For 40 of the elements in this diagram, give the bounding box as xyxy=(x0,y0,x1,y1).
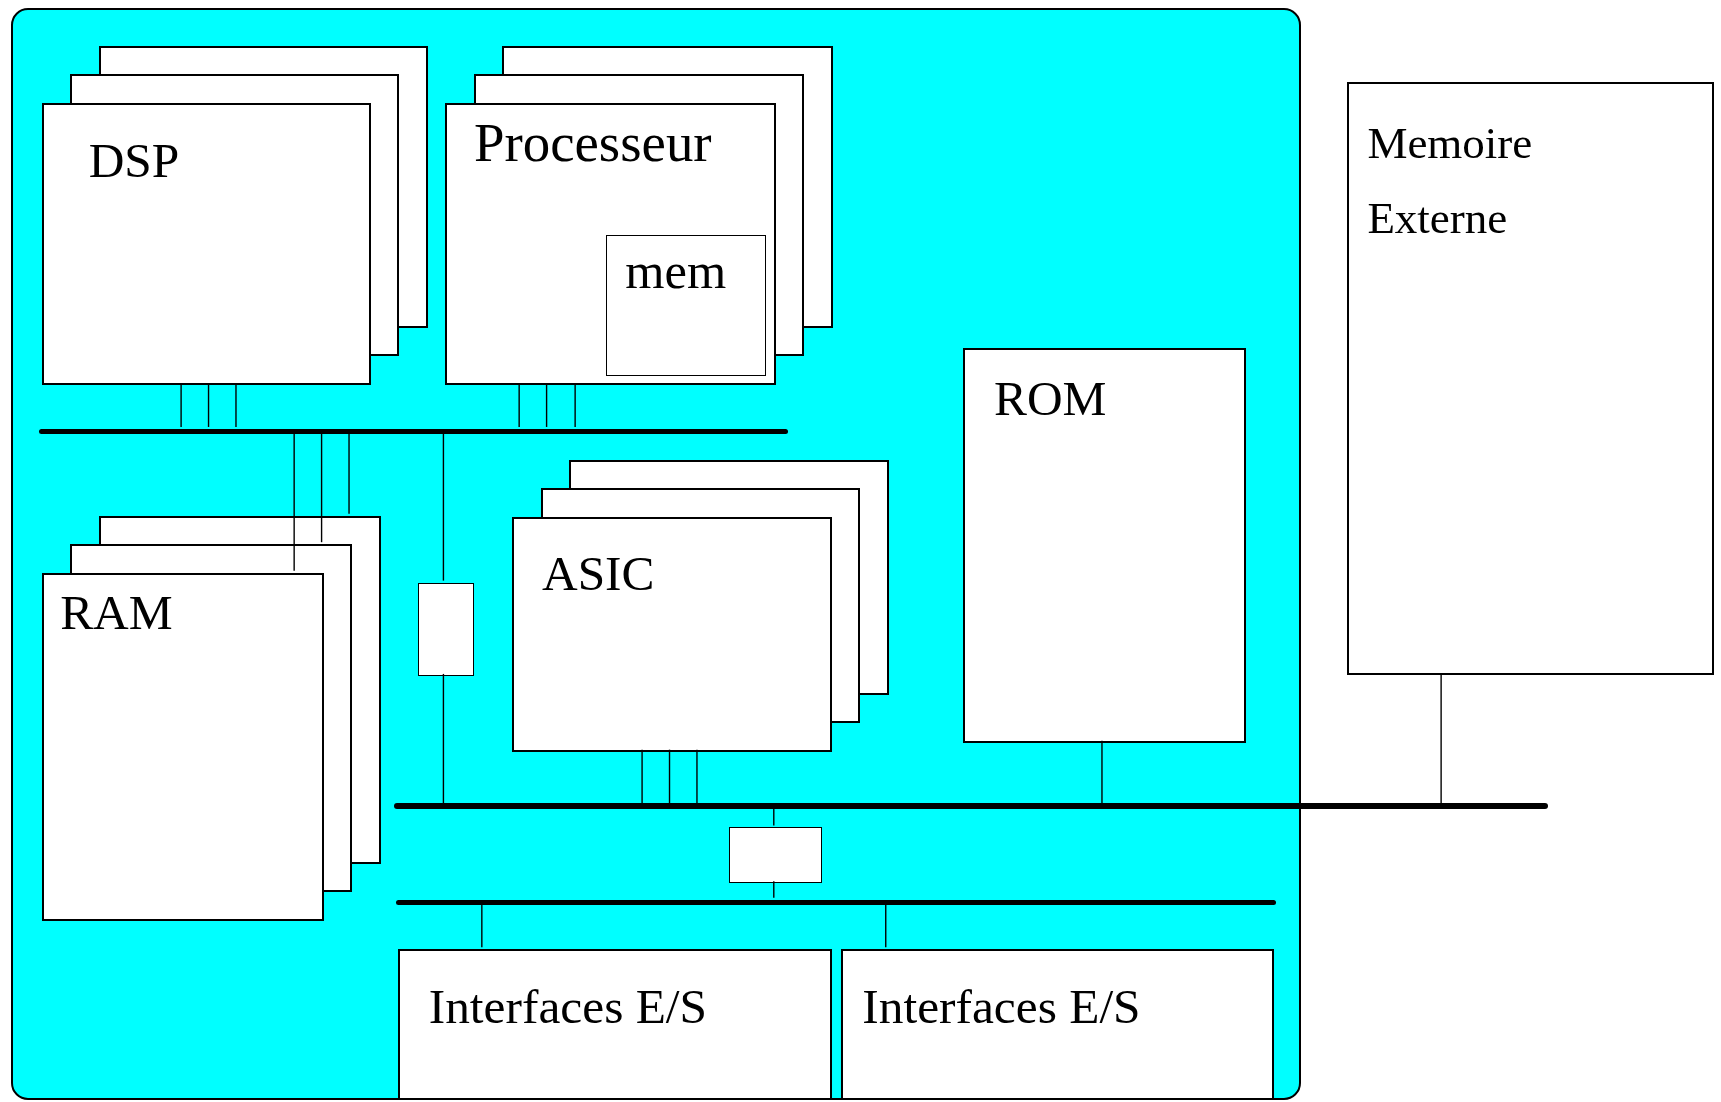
chip-board xyxy=(10,7,1301,1100)
connection-line xyxy=(1440,674,1442,805)
connection-line xyxy=(668,748,671,805)
component-label: Memoire Externe xyxy=(1367,117,1533,245)
connection-line xyxy=(207,382,210,428)
memory-box xyxy=(605,234,766,377)
component-label: DSP xyxy=(88,133,180,189)
component-box xyxy=(840,949,1275,1100)
component-label: mem xyxy=(625,244,727,300)
buffer-box xyxy=(417,582,474,676)
component-box xyxy=(1346,82,1715,675)
connection-line xyxy=(641,748,643,805)
connection-line xyxy=(348,431,350,515)
connection-line xyxy=(885,902,887,948)
connection-line xyxy=(1101,740,1103,805)
connection-line xyxy=(293,431,295,572)
connection-line xyxy=(696,748,698,805)
connection-line xyxy=(518,382,520,428)
bus-bar xyxy=(394,803,1548,809)
component-label: Processeur xyxy=(473,116,712,171)
buffer-box xyxy=(728,827,822,884)
component-label: Interfaces E/S xyxy=(862,979,1141,1035)
connection-line xyxy=(180,382,182,428)
connection-line xyxy=(442,431,445,582)
component-label: ASIC xyxy=(542,547,655,603)
component-label: ROM xyxy=(994,371,1107,427)
connection-line xyxy=(545,382,548,428)
component-box xyxy=(398,949,832,1100)
connection-line xyxy=(773,808,775,827)
connection-line xyxy=(481,902,483,948)
component-box xyxy=(963,347,1246,743)
component-label: Interfaces E/S xyxy=(428,979,708,1035)
component-label: RAM xyxy=(60,585,173,641)
connection-line xyxy=(235,382,237,428)
connection-line xyxy=(442,673,445,805)
connection-line xyxy=(773,880,775,899)
connection-line xyxy=(574,382,576,428)
connection-line xyxy=(320,431,323,543)
bus-bar xyxy=(396,899,1277,906)
bus-bar xyxy=(39,428,788,435)
